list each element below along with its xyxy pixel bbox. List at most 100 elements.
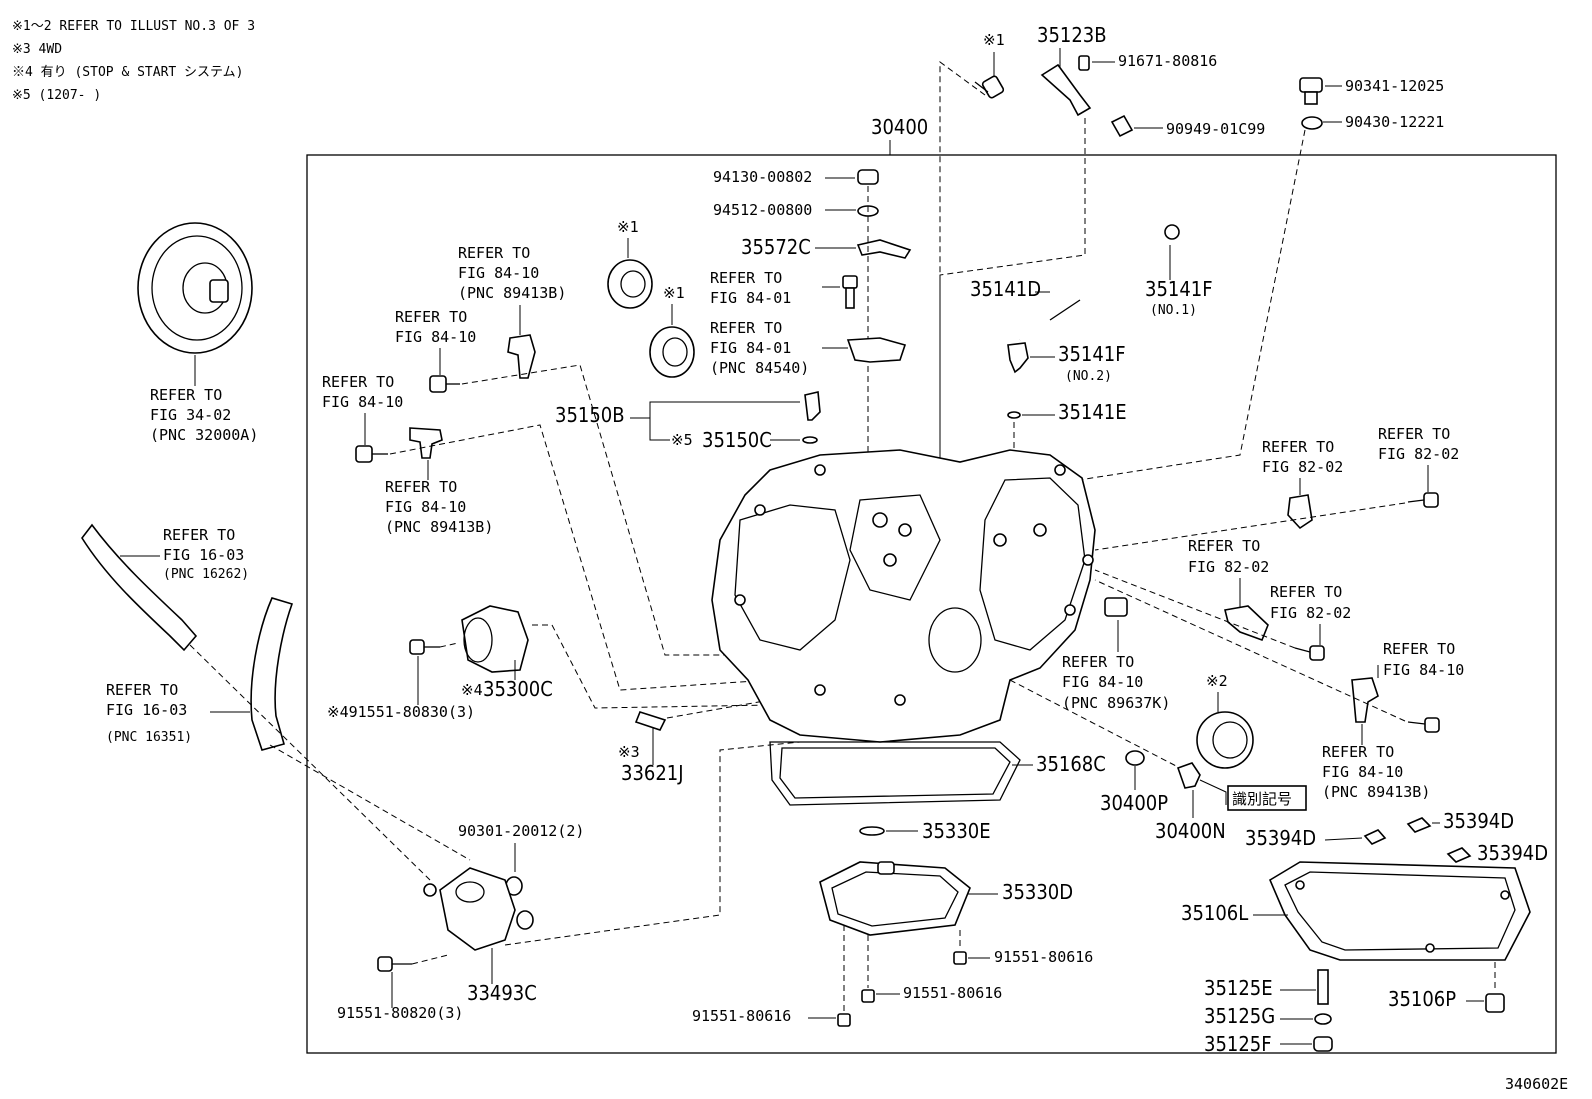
part-35125E-label[interactable]: 35125E (1204, 976, 1273, 1000)
refer-fig[interactable]: FIG 16-03 (163, 546, 244, 564)
refer-84-01-bolt: REFER TO FIG 84-01 (710, 269, 791, 307)
refer-pnc[interactable]: (PNC 32000A) (150, 426, 258, 444)
oil-seal-icon (607, 259, 653, 309)
part-35330E-label[interactable]: 35330E (922, 819, 991, 843)
part-35394D-c-label[interactable]: 35394D (1477, 841, 1548, 865)
refer-pnc[interactable]: (PNC 16351) (106, 730, 192, 745)
refer-text[interactable]: REFER TO (1270, 583, 1342, 601)
refer-fig[interactable]: FIG 84-01 (710, 339, 791, 357)
refer-84-10-bolt-c: REFER TO FIG 84-10 (1383, 640, 1464, 679)
motor-icon (461, 605, 529, 673)
refer-fig[interactable]: FIG 84-10 (395, 328, 476, 346)
refer-fig[interactable]: FIG 82-02 (1378, 445, 1459, 463)
bolt-icon (861, 989, 875, 1003)
part-91551-80616-a-label[interactable]: 91551-80616 (994, 948, 1093, 966)
refer-fig[interactable]: FIG 82-02 (1270, 604, 1351, 622)
refer-pnc[interactable]: (PNC 16262) (163, 567, 249, 582)
refer-pnc[interactable]: (PNC 89413B) (385, 518, 493, 536)
part-35106L-label[interactable]: 35106L (1181, 901, 1248, 925)
part-35141E-label[interactable]: 35141E (1058, 400, 1127, 424)
refer-fig[interactable]: FIG 34-02 (150, 406, 231, 424)
bolt-icon (1407, 717, 1440, 733)
refer-text[interactable]: REFER TO (1262, 438, 1334, 456)
part-91551-80616-b-label[interactable]: 91551-80616 (903, 984, 1002, 1002)
bolt-icon (974, 75, 1005, 99)
part-35106P-label[interactable]: 35106P (1388, 987, 1456, 1011)
refer-34-02-converter: REFER TO FIG 34-02 (PNC 32000A) (150, 386, 258, 444)
refer-pnc[interactable]: (PNC 89637K) (1062, 694, 1170, 712)
main-assembly-label[interactable]: 30400 (871, 115, 928, 139)
part-35125G-label[interactable]: 35125G (1204, 1004, 1275, 1028)
part-35141F-no2-label[interactable]: 35141F (1058, 342, 1126, 366)
part-90430-12221-label[interactable]: 90430-12221 (1345, 113, 1444, 131)
part-94512-00800-label[interactable]: 94512-00800 (713, 201, 812, 219)
refer-text[interactable]: REFER TO (1062, 653, 1134, 671)
refer-text[interactable]: REFER TO (385, 478, 457, 496)
part-35300C-label[interactable]: 35300C (483, 677, 553, 701)
refer-text[interactable]: REFER TO (458, 244, 530, 262)
part-90301-20012-label[interactable]: 90301-20012(2) (458, 822, 584, 840)
part-91551-80616-c-label[interactable]: 91551-80616 (692, 1007, 791, 1025)
o-ring-icon (516, 910, 534, 930)
plate-icon (634, 711, 667, 731)
part-35394D-b-label[interactable]: 35394D (1443, 809, 1514, 833)
refer-text[interactable]: REFER TO (1378, 425, 1450, 443)
refer-text[interactable]: REFER TO (710, 269, 782, 287)
refer-fig[interactable]: FIG 84-10 (1322, 763, 1403, 781)
clip-icon (1007, 411, 1021, 419)
id-mark-label[interactable]: 識別記号 (1232, 790, 1292, 808)
refer-text[interactable]: REFER TO (322, 373, 394, 391)
part-35123B-label[interactable]: 35123B (1037, 23, 1107, 47)
refer-text[interactable]: REFER TO (163, 526, 235, 544)
part-35141F-no1-label[interactable]: 35141F (1145, 277, 1213, 301)
pad-icon (1363, 829, 1387, 845)
refer-text[interactable]: REFER TO (106, 681, 178, 699)
part-35168C-label[interactable]: 35168C (1036, 752, 1106, 776)
refer-pnc[interactable]: (PNC 84540) (710, 359, 809, 377)
refer-text[interactable]: REFER TO (1188, 537, 1260, 555)
pump-icon (423, 867, 516, 951)
part-30400P-label[interactable]: 30400P (1100, 791, 1168, 815)
part-90341-12025-label[interactable]: 90341-12025 (1345, 77, 1444, 95)
refer-fig[interactable]: FIG 84-01 (710, 289, 791, 307)
part-35394D-a-label[interactable]: 35394D (1245, 826, 1316, 850)
part-91551-80820-label[interactable]: 91551-80820(3) (337, 1004, 463, 1022)
refer-fig[interactable]: FIG 84-10 (1062, 673, 1143, 691)
refer-fig[interactable]: FIG 82-02 (1262, 458, 1343, 476)
part-35125F-label[interactable]: 35125F (1204, 1032, 1272, 1056)
part-35330D-label[interactable]: 35330D (1002, 880, 1073, 904)
refer-fig[interactable]: FIG 84-10 (458, 264, 539, 282)
refer-16-03-hose-b: REFER TO FIG 16-03 (PNC 16351) (106, 681, 192, 745)
refer-text[interactable]: REFER TO (710, 319, 782, 337)
part-35150C-label[interactable]: 35150C (702, 428, 772, 452)
assembly-frame (306, 154, 1557, 1054)
drain-plug-icon (1299, 77, 1323, 105)
part-94130-00802-label[interactable]: 94130-00802 (713, 168, 812, 186)
refer-pnc[interactable]: (PNC 89413B) (1322, 783, 1430, 801)
refer-text[interactable]: REFER TO (150, 386, 222, 404)
part-35572C-label[interactable]: 35572C (741, 235, 811, 259)
refer-fig[interactable]: FIG 16-03 (106, 701, 187, 719)
part-33621J-label[interactable]: 33621J (621, 761, 684, 785)
part-33493C-label[interactable]: 33493C (467, 981, 537, 1005)
bolt-icon (377, 956, 412, 972)
refer-text[interactable]: REFER TO (1322, 743, 1394, 761)
diagram-id: 340602E (1505, 1075, 1568, 1093)
refer-fig[interactable]: FIG 84-10 (1383, 661, 1464, 679)
part-91671-80816-label[interactable]: 91671-80816 (1118, 52, 1217, 70)
refer-fig[interactable]: FIG 82-02 (1188, 558, 1269, 576)
note-3: ※4 有り (STOP & START システム) (12, 65, 244, 80)
refer-text[interactable]: REFER TO (395, 308, 467, 326)
refer-82-02-a: REFER TO FIG 82-02 (1262, 438, 1343, 476)
part-35141D-label[interactable]: 35141D (970, 277, 1041, 301)
refer-fig[interactable]: FIG 84-10 (322, 393, 403, 411)
drain-plug-icon (1485, 993, 1505, 1013)
part-30400N-label[interactable]: 30400N (1155, 819, 1226, 843)
refer-pnc[interactable]: (PNC 89413B) (458, 284, 566, 302)
refer-text[interactable]: REFER TO (1383, 640, 1455, 658)
part-35150B-label[interactable]: 35150B (555, 403, 625, 427)
refer-84-10-sensor-c: REFER TO FIG 84-10 (PNC 89413B) (1322, 743, 1430, 801)
part-91551-80830-label[interactable]: ※491551-80830(3) (327, 703, 475, 721)
refer-fig[interactable]: FIG 84-10 (385, 498, 466, 516)
part-90949-01C99-label[interactable]: 90949-01C99 (1166, 120, 1265, 138)
